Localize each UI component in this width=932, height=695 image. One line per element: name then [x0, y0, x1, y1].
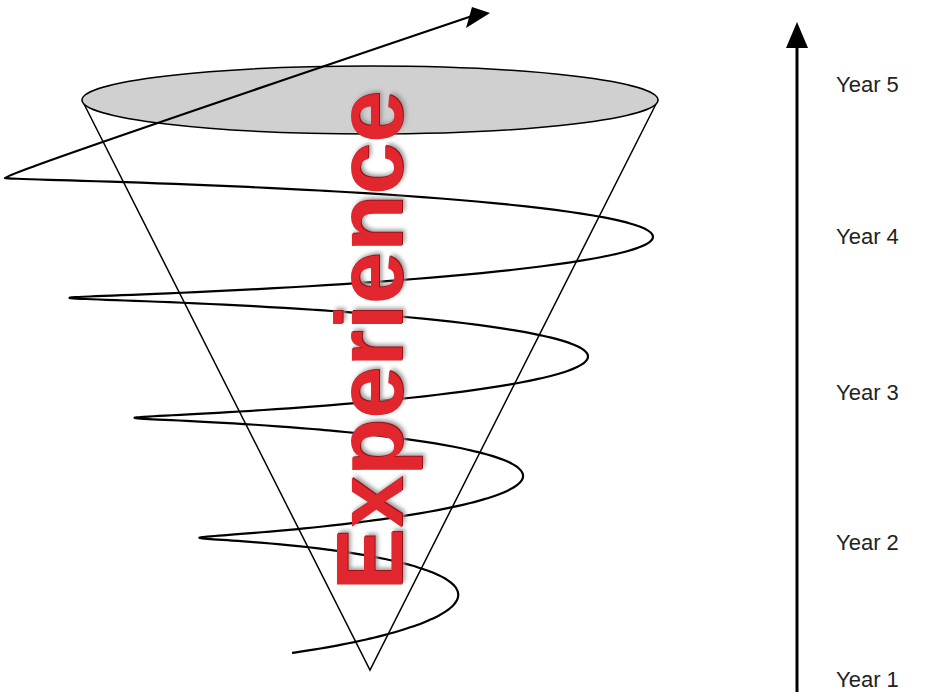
- year-label: Year 5: [836, 74, 899, 96]
- year-label: Year 4: [836, 226, 899, 248]
- axis-arrowhead: [786, 22, 808, 48]
- year-label: Year 2: [836, 532, 899, 554]
- year-label: Year 3: [836, 382, 899, 404]
- spiral-arrowhead: [466, 7, 490, 28]
- year-label: Year 1: [836, 669, 899, 691]
- cone-label: Experience: [323, 91, 417, 591]
- axis-line: [796, 45, 799, 692]
